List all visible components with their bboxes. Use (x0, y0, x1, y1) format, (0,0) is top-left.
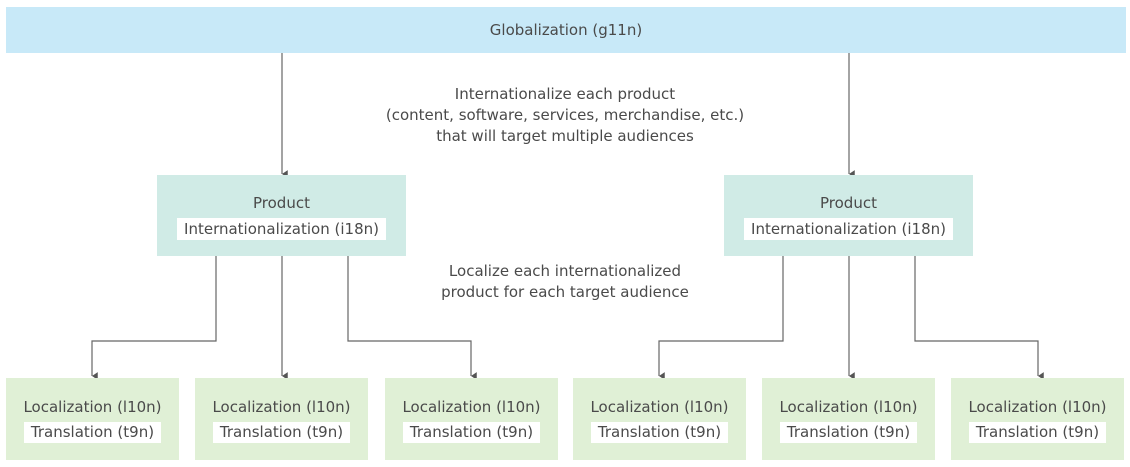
l10n-title: Localization (l10n) (23, 398, 162, 416)
arrow-product-1-to-loc-1 (91, 256, 217, 380)
t9n-label: Translation (t9n) (590, 422, 729, 443)
arrow-product-1-to-loc-3 (347, 256, 477, 380)
t9n-label: Translation (t9n) (779, 422, 918, 443)
globalization-label: Globalization (g11n) (489, 21, 643, 39)
l10n-title: Localization (l10n) (590, 398, 729, 416)
l10n-title: Localization (l10n) (212, 398, 351, 416)
internationalize-note: Internationalize each product (content, … (340, 84, 790, 147)
localization-box: Localization (l10n) Translation (t9n) (573, 378, 746, 460)
internationalize-note-line: (content, software, services, merchandis… (385, 106, 745, 124)
internationalize-note-line: Internationalize each product (454, 85, 676, 103)
localization-box: Localization (l10n) Translation (t9n) (762, 378, 935, 460)
internationalize-note-line: that will target multiple audiences (436, 127, 694, 145)
product-title: Product (820, 194, 877, 212)
t9n-label: Translation (t9n) (23, 422, 162, 443)
localization-box: Localization (l10n) Translation (t9n) (951, 378, 1124, 460)
l10n-title: Localization (l10n) (968, 398, 1107, 416)
localize-note-line: Localize each internationalized (448, 262, 682, 280)
t9n-label: Translation (t9n) (402, 422, 541, 443)
localize-note: Localize each internationalized product … (400, 261, 730, 303)
t9n-label: Translation (t9n) (968, 422, 1107, 443)
localization-box: Localization (l10n) Translation (t9n) (195, 378, 368, 460)
product-box: Product Internationalization (i18n) (157, 175, 406, 256)
arrow-product-2-to-loc-4 (658, 256, 784, 380)
l10n-title: Localization (l10n) (779, 398, 918, 416)
localization-box: Localization (l10n) Translation (t9n) (6, 378, 179, 460)
arrow-product-2-to-loc-6 (914, 256, 1044, 380)
globalization-box: Globalization (g11n) (6, 7, 1126, 53)
l10n-title: Localization (l10n) (402, 398, 541, 416)
localize-note-line: product for each target audience (441, 283, 689, 301)
t9n-label: Translation (t9n) (212, 422, 351, 443)
i18n-label: Internationalization (i18n) (177, 218, 386, 240)
product-box: Product Internationalization (i18n) (724, 175, 973, 256)
localization-box: Localization (l10n) Translation (t9n) (385, 378, 558, 460)
product-title: Product (253, 194, 310, 212)
i18n-label: Internationalization (i18n) (744, 218, 953, 240)
